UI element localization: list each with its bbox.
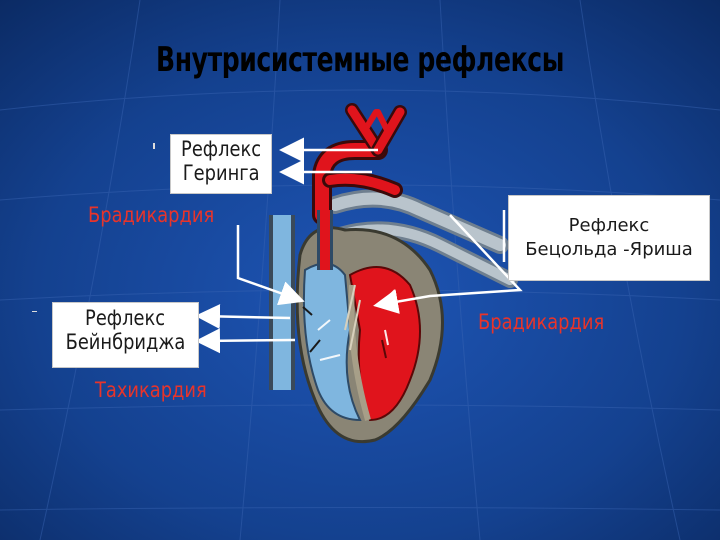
- bezold-reflex-label-2: Бецольда -Яриша: [525, 238, 693, 260]
- tachycardia-label: Тахикардия: [95, 378, 207, 402]
- bainbridge-reflex-box: Рефлекс Бейнбриджа: [52, 302, 199, 368]
- bezold-jarisch-reflex-box: Рефлекс Бецольда -Яриша: [508, 195, 710, 281]
- slide-title: Внутрисистемные рефлексы: [156, 40, 564, 80]
- bainbridge-reflex-label-2: Бейнбриджа: [65, 330, 186, 355]
- carotid-arteries: [312, 103, 407, 225]
- tick-mark: [153, 143, 155, 149]
- gering-reflex-box: Рефлекс Геринга: [170, 134, 272, 194]
- bradycardia-left-label: Брадикардия: [88, 203, 215, 227]
- bainbridge-reflex-label-1: Рефлекс: [85, 306, 166, 330]
- reflex-arrows: [195, 137, 523, 354]
- tick-mark: [32, 311, 37, 312]
- bradycardia-right-label: Брадикардия: [478, 310, 605, 334]
- gering-reflex-label-1: Рефлекс: [180, 137, 262, 161]
- gering-reflex-label-2: Геринга: [182, 161, 260, 186]
- bezold-reflex-label-1: Рефлекс: [568, 215, 650, 236]
